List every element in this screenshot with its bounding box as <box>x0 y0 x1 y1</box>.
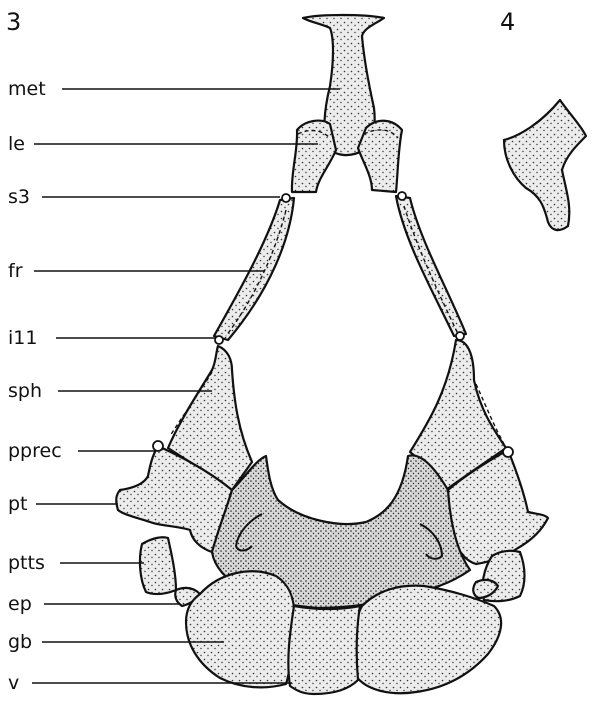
vertebra <box>288 606 360 694</box>
gasbladder-bulla-left <box>186 571 294 687</box>
gasbladder-bulla-right <box>354 586 502 694</box>
frontal-right <box>396 196 466 336</box>
isolated-bone-fig4 <box>504 100 586 230</box>
posttemporal-left <box>140 537 176 594</box>
lateral-ethmoid-left <box>292 121 336 192</box>
lateral-ethmoid-right <box>358 121 402 192</box>
frontal-left <box>214 198 294 340</box>
